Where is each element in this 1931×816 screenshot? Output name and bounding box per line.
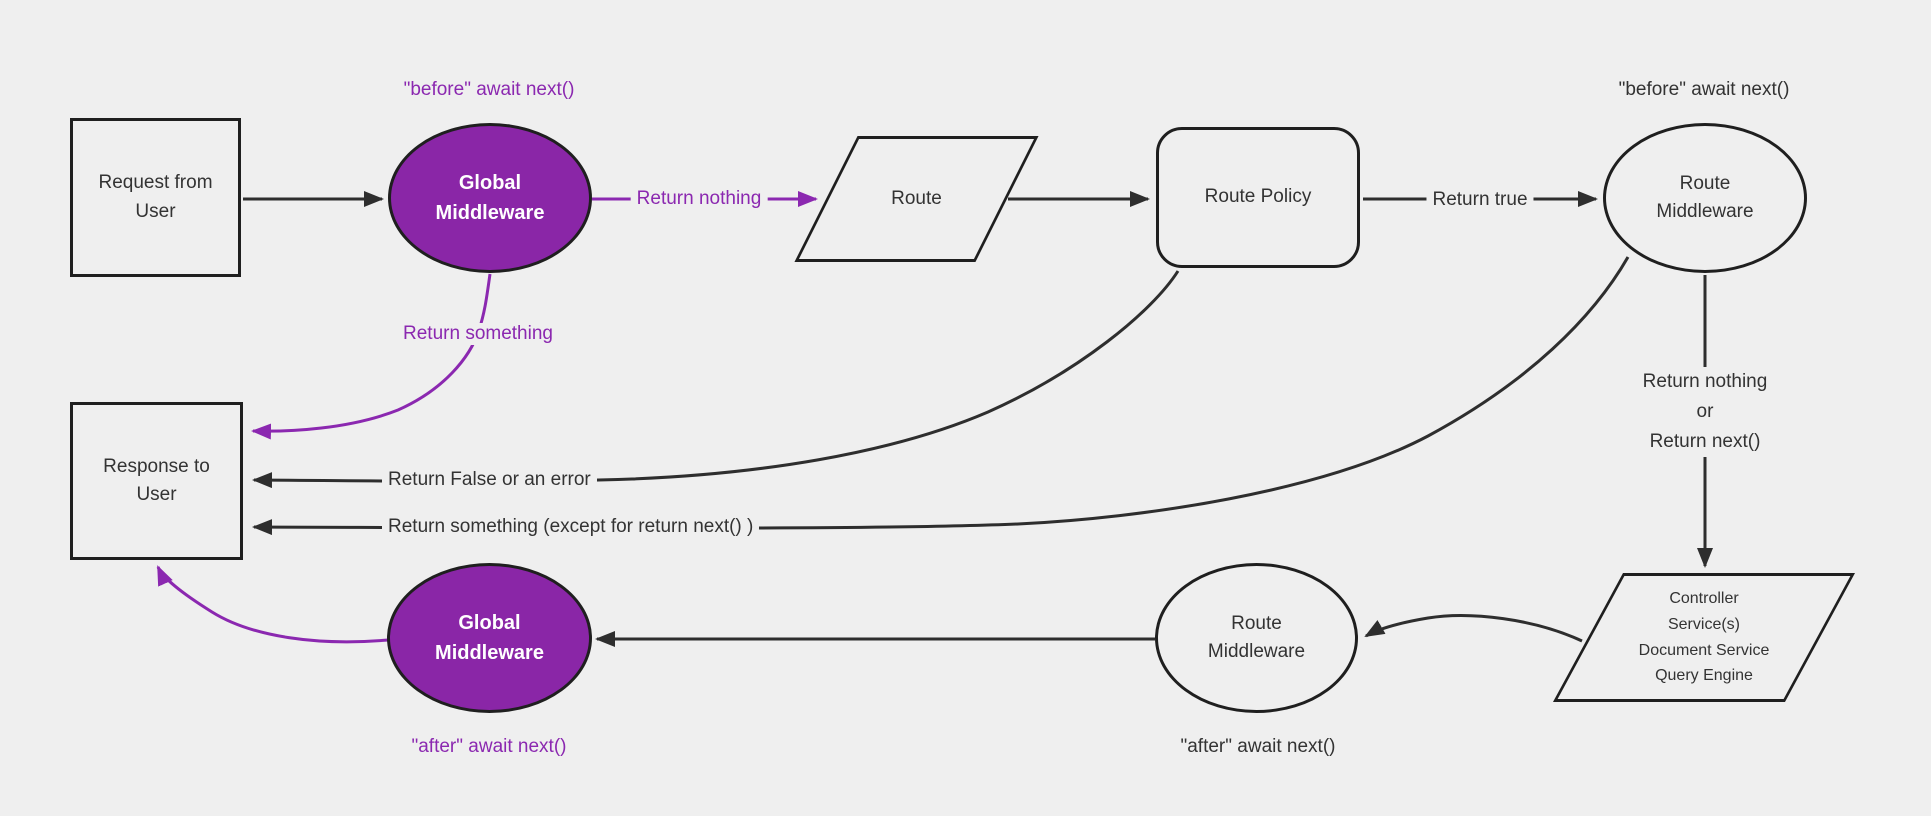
edge-label-return-something: Return something xyxy=(397,323,559,345)
node-route-middleware-top: Route Middleware xyxy=(1603,123,1807,273)
edge-label-return-nothing: Return nothing xyxy=(630,188,768,210)
edge-label-before-await-next-global: "before" await next() xyxy=(403,79,575,100)
edge-label-after-await-next-route: "after" await next() xyxy=(1180,736,1336,757)
edge-label-return-true: Return true xyxy=(1426,189,1534,211)
node-global-middleware-top: Global Middleware xyxy=(388,123,592,273)
node-route-middleware-bottom: Route Middleware xyxy=(1155,563,1358,713)
edge-global-middleware-return-something-to-response xyxy=(251,273,492,440)
edge-label-before-await-next-route: "before" await next() xyxy=(1618,79,1790,100)
node-route-label: Route xyxy=(891,187,942,209)
edge-route-policy-return-false-to-response xyxy=(252,270,1180,489)
node-route-policy: Route Policy xyxy=(1156,127,1360,268)
edge-label-return-something-except: Return something (except for return next… xyxy=(382,516,760,538)
edge-controller-to-route-middleware-bottom xyxy=(1364,614,1583,643)
node-global-middleware-bottom: Global Middleware xyxy=(387,563,592,713)
edge-global-middleware-bottom-to-response xyxy=(156,565,389,644)
edge-label-return-false-or-error: Return False or an error xyxy=(382,469,597,491)
node-response-to-user: Response to User xyxy=(70,402,243,560)
edge-label-after-await-next-global: "after" await next() xyxy=(411,736,567,757)
node-controller-services-label: Controller Service(s) Document Service Q… xyxy=(1638,590,1770,685)
node-request-from-user: Request from User xyxy=(70,118,241,277)
edge-label-return-nothing-or-next: Return nothing or Return next() xyxy=(1636,367,1774,457)
